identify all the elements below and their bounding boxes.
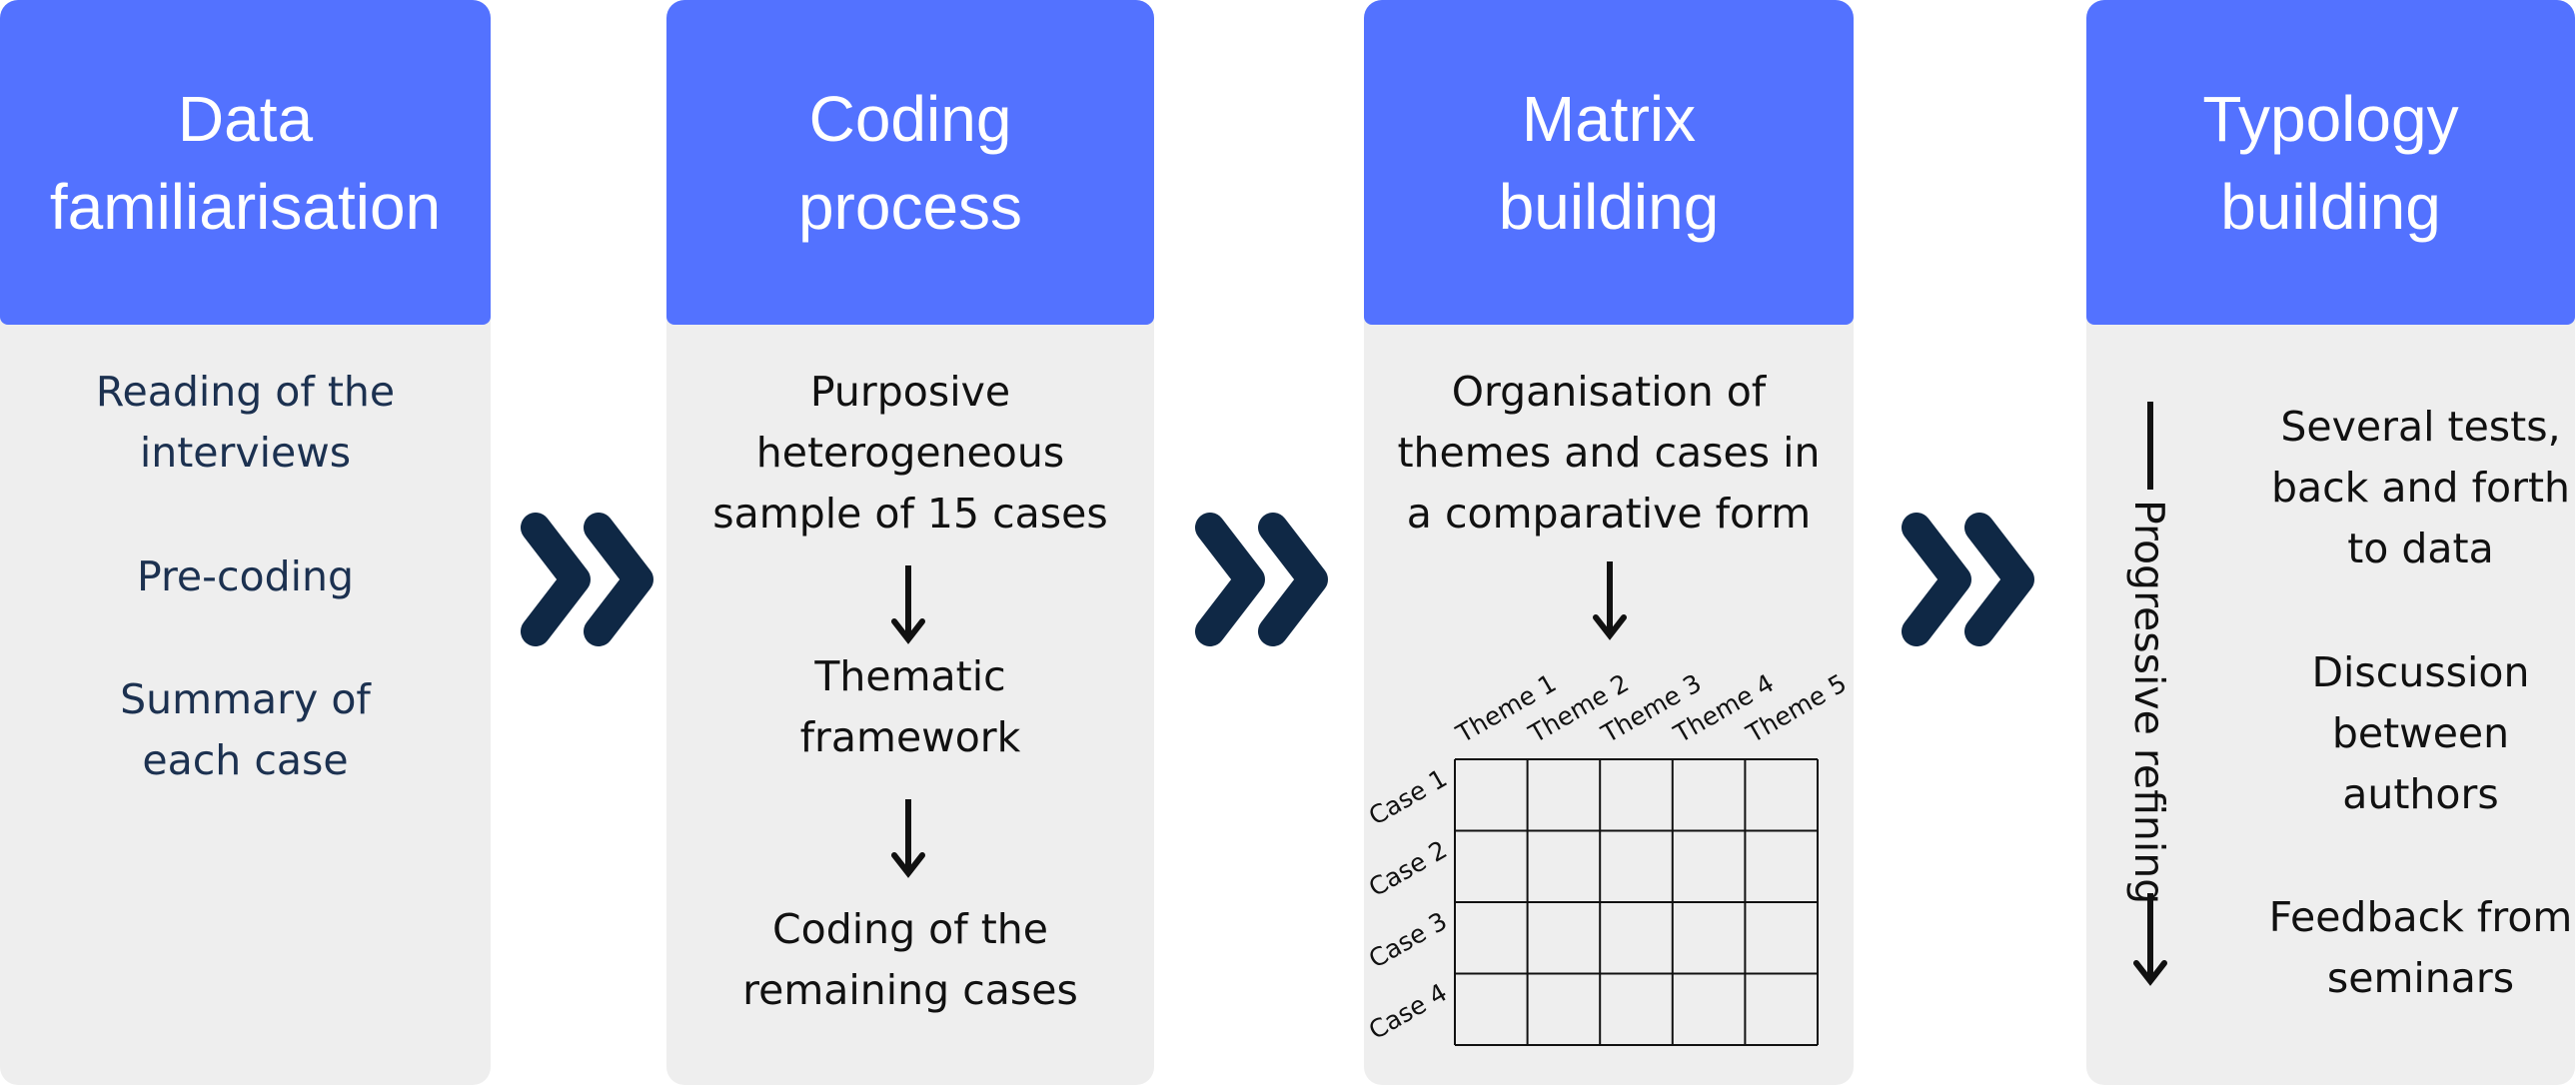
stage-item: Feedback from seminars bbox=[2268, 893, 2573, 1002]
stage-title: Matrix building bbox=[1498, 82, 1720, 243]
stage-matrix-building: Matrix building Organisation of themes a… bbox=[1364, 0, 1854, 1085]
stage-title: Coding process bbox=[797, 82, 1023, 243]
stage-item: Reading of the interviews bbox=[95, 368, 396, 477]
stage-item: Pre-coding bbox=[136, 552, 355, 600]
down-arrow-icon bbox=[1593, 561, 1627, 640]
stage-item: Organisation of themes and cases in a co… bbox=[1397, 368, 1821, 538]
down-arrow-icon bbox=[891, 565, 925, 644]
stage-item: Thematic framework bbox=[799, 652, 1021, 761]
stage-item: Several tests, back and forth to data bbox=[2270, 403, 2571, 572]
down-arrow-icon bbox=[2133, 893, 2167, 986]
matrix-case-label: Case 4 bbox=[1364, 978, 1452, 1046]
stage-item: Purposive heterogeneous sample of 15 cas… bbox=[712, 368, 1108, 538]
chevron-arrow-icon bbox=[1195, 513, 1328, 646]
stage-header: Typology building bbox=[2086, 0, 2575, 325]
matrix-grid bbox=[1454, 758, 1819, 1046]
matrix-case-label: Case 1 bbox=[1364, 763, 1452, 831]
chevron-arrow-icon bbox=[1902, 513, 2034, 646]
stage-item: Coding of the remaining cases bbox=[742, 905, 1078, 1014]
stage-header: Coding process bbox=[666, 0, 1154, 325]
stage-data-familiarisation: Data familiarisation Reading of the inte… bbox=[0, 0, 491, 1085]
down-arrow-icon bbox=[891, 799, 925, 878]
stage-title: Data familiarisation bbox=[49, 82, 442, 243]
progressive-refining-label: Progressive refining bbox=[2125, 500, 2173, 905]
matrix-case-label: Case 3 bbox=[1364, 906, 1452, 974]
progress-line-top bbox=[2147, 402, 2153, 490]
stage-typology-building: Typology building Progressive refining S… bbox=[2086, 0, 2575, 1085]
chevron-arrow-icon bbox=[521, 513, 653, 646]
stage-header: Data familiarisation bbox=[0, 0, 491, 325]
stage-header: Matrix building bbox=[1364, 0, 1854, 325]
stage-coding-process: Coding process Purposive heterogeneous s… bbox=[666, 0, 1154, 1085]
stage-item: Summary of each case bbox=[120, 675, 371, 784]
stage-title: Typology building bbox=[2202, 82, 2459, 243]
matrix-case-label: Case 2 bbox=[1364, 835, 1452, 903]
stage-item: Discussion between authors bbox=[2311, 648, 2530, 818]
